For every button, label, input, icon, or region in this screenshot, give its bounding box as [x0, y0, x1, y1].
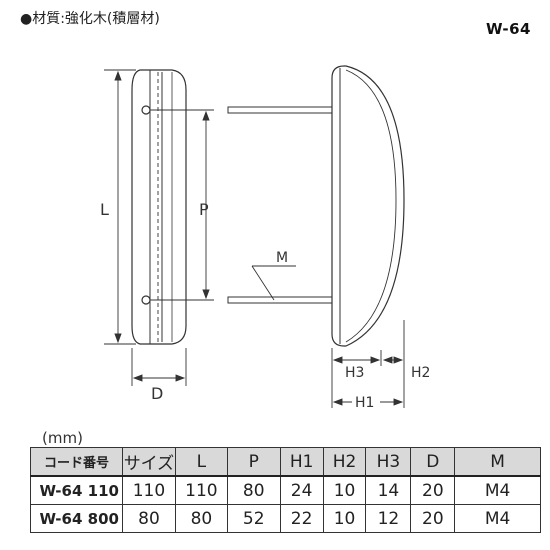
label-L: L	[100, 200, 109, 219]
header-code: コード番号	[30, 447, 123, 477]
label-H3: H3	[345, 365, 364, 381]
cell-size: 80	[121, 504, 176, 533]
table-row: W-64 110 110 110 80 24 10 14 20 M4	[30, 475, 541, 505]
label-D: D	[151, 384, 163, 403]
cell-L: 110	[174, 475, 228, 505]
label-M: M	[276, 250, 288, 266]
label-P: P	[199, 200, 209, 219]
cell-L: 80	[174, 504, 228, 533]
cell-size: 110	[121, 475, 176, 505]
header-H2: H2	[322, 447, 367, 477]
dimension-H	[331, 320, 405, 408]
cell-H2: 10	[322, 475, 367, 505]
header-H1: H1	[279, 447, 324, 477]
header-M: M	[454, 447, 541, 477]
header-P: P	[226, 447, 281, 477]
header-H3: H3	[365, 447, 412, 477]
table-row: W-64 800 80 80 52 22 10 12 20 M4	[30, 504, 541, 533]
cell-M: M4	[454, 504, 541, 533]
screws	[227, 106, 333, 304]
cell-H3: 14	[365, 475, 412, 505]
cell-P: 80	[226, 475, 281, 505]
label-H1: H1	[355, 395, 374, 411]
cell-H2: 10	[322, 504, 367, 533]
model-code: W-64	[486, 20, 531, 38]
cell-H1: 24	[279, 475, 324, 505]
cell-H1: 22	[279, 504, 324, 533]
cell-D: 20	[410, 475, 456, 505]
dimension-L	[104, 69, 136, 345]
table-header-row: コード番号 サイズ L P H1 H2 H3 D M	[30, 447, 541, 477]
unit-label: (mm)	[42, 429, 83, 447]
cell-M: M4	[454, 475, 541, 505]
header-size: サイズ	[121, 447, 176, 477]
handle-side-view	[331, 65, 405, 347]
dimension-P	[150, 109, 214, 301]
spec-table: コード番号 サイズ L P H1 H2 H3 D M W-64 110 110 …	[30, 447, 541, 533]
cell-P: 52	[226, 504, 281, 533]
material-label: ●材質:強化木(積層材)	[20, 11, 160, 27]
leader-M	[251, 265, 296, 301]
cell-code: W-64 110	[30, 475, 123, 505]
label-H2: H2	[411, 365, 430, 381]
cell-code: W-64 800	[30, 504, 123, 533]
dimension-D	[131, 348, 187, 386]
header-L: L	[174, 447, 228, 477]
technical-drawing: L P M D H3 H2 H1	[100, 65, 430, 411]
handle-front-view	[131, 69, 187, 345]
cell-H3: 12	[365, 504, 412, 533]
header-D: D	[410, 447, 456, 477]
cell-D: 20	[410, 504, 456, 533]
